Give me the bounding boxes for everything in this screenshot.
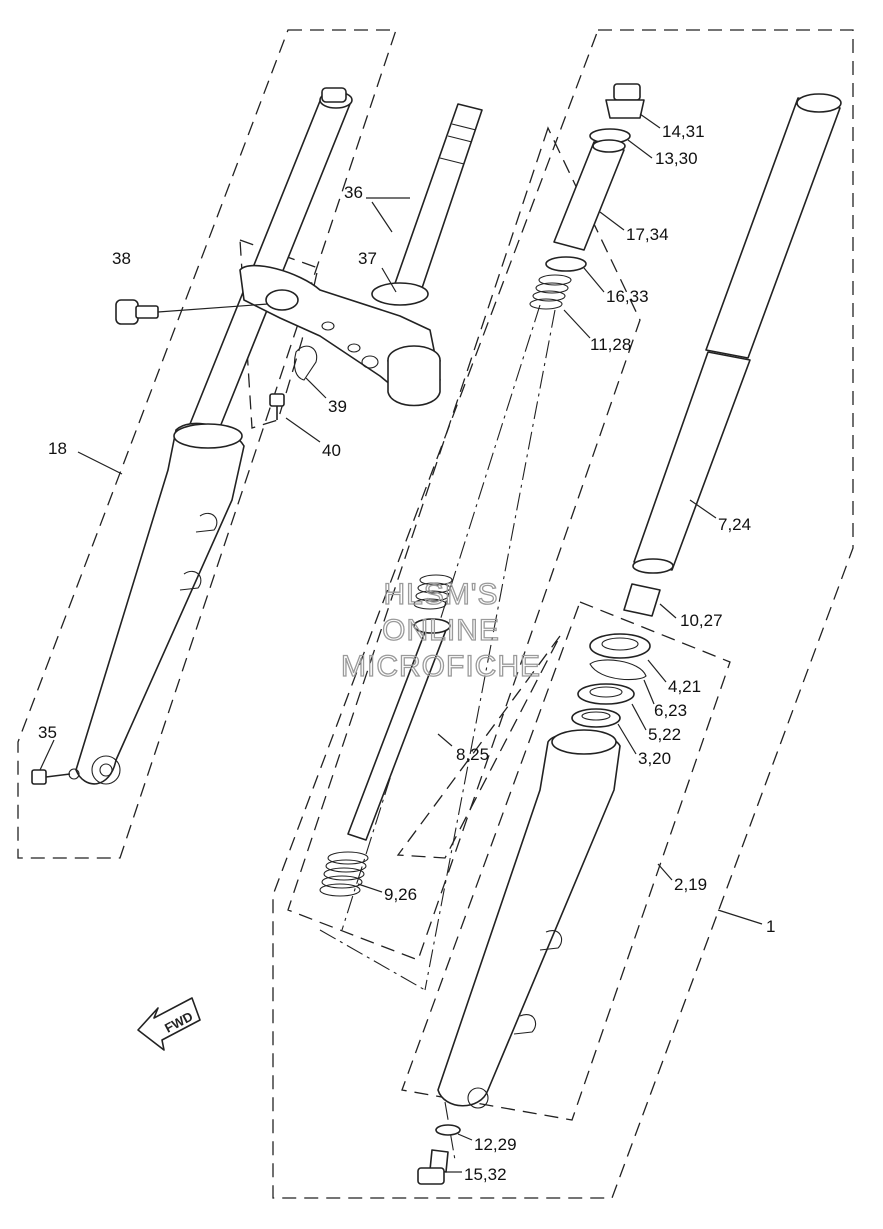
right-caliper-mount-upper: [539, 930, 563, 951]
spring-11-28: [529, 274, 572, 310]
outline-steering-stem: [239, 239, 319, 429]
part-labels: 14,31 13,30 17,34 16,33 11,28 7,24 10,27…: [38, 122, 775, 1184]
outline-outer-tube: [401, 601, 731, 1121]
label-2-19: 2,19: [674, 875, 707, 894]
left-fork-assembly: [31, 87, 353, 785]
label-37: 37: [358, 249, 377, 268]
left-axle-boss: [91, 755, 121, 785]
left-axle-hole: [99, 763, 113, 777]
under-bracket-left-clamp: [265, 289, 299, 311]
label-40: 40: [322, 441, 341, 460]
stem-thread-3: [439, 157, 465, 165]
assembly-line-spring-right: [424, 309, 556, 991]
label-4-21: 4,21: [668, 677, 701, 696]
watermark: HLSM'S ONLINE MICROFICHE: [340, 577, 541, 683]
spacer-top: [592, 139, 626, 153]
bolt-15-32: [417, 1149, 449, 1185]
label-13-30: 13,30: [655, 149, 698, 168]
group-outlines: [17, 29, 854, 1199]
assembly-line-spring-left: [341, 304, 541, 931]
label-18: 18: [48, 439, 67, 458]
assembly-line-bolt: [444, 1101, 456, 1161]
bracket-hole-3: [361, 355, 379, 369]
outline-fork-assembly-left: [17, 29, 397, 859]
watermark-line-3: MICROFICHE: [341, 650, 541, 683]
watermark-line-1: HLSM'S: [383, 578, 498, 611]
label-8-25: 8,25: [456, 745, 489, 764]
outer-tube-axle-boss: [467, 1087, 489, 1109]
leader-lines: [39, 113, 763, 1173]
left-caliper-mount-lower: [179, 570, 202, 591]
label-39: 39: [328, 397, 347, 416]
label-5-22: 5,22: [648, 725, 681, 744]
label-38: 38: [112, 249, 131, 268]
rebound-spring-9-26: [319, 851, 369, 897]
label-6-23: 6,23: [654, 701, 687, 720]
inner-tube-upper-7-24: [705, 97, 841, 359]
outline-fork-assembly-right: [272, 29, 854, 1199]
bracket-hole-2: [347, 343, 361, 353]
label-12-29: 12,29: [474, 1135, 517, 1154]
steering-stem-shaft: [391, 103, 483, 301]
inner-tube-bottom: [632, 558, 674, 574]
bolt-38: [115, 299, 269, 325]
fwd-arrow: FWD: [137, 997, 201, 1051]
label-9-26: 9,26: [384, 885, 417, 904]
stem-thread-1: [451, 123, 477, 131]
washer-16-33: [545, 256, 587, 272]
inner-tube-top: [796, 93, 842, 113]
left-slider-top: [173, 423, 243, 449]
watermark-line-2: ONLINE: [382, 614, 500, 647]
label-3-20: 3,20: [638, 749, 671, 768]
dust-seal-4-21: [589, 633, 651, 659]
label-11-28: 11,28: [590, 335, 631, 354]
bolt-40: [269, 393, 285, 420]
steering-stem-assembly: [115, 103, 483, 420]
damper-top-spring: [413, 574, 453, 634]
bushing-10-27: [623, 583, 661, 617]
label-7-24: 7,24: [718, 515, 751, 534]
left-fork-cap: [321, 87, 347, 103]
right-fork-parts: [319, 83, 842, 1185]
outer-tube-2-19: [437, 731, 621, 1107]
stem-thread-2: [447, 135, 473, 143]
label-36: 36: [344, 183, 363, 202]
label-16-33: 16,33: [606, 287, 649, 306]
assembly-lines: [319, 304, 556, 1161]
label-17-34: 17,34: [626, 225, 669, 244]
label-15-32: 15,32: [464, 1165, 507, 1184]
right-caliper-mount-lower: [513, 1014, 537, 1035]
label-14-31: 14,31: [662, 122, 705, 141]
left-outer-slider: [75, 422, 245, 785]
stem-bearing-37: [371, 282, 429, 306]
outline-inner-tube: [396, 635, 561, 859]
label-1: 1: [766, 917, 775, 936]
cap-bolt-14-31: [605, 83, 645, 119]
gasket-12-29: [435, 1124, 461, 1136]
left-caliper-mount-upper: [195, 512, 218, 533]
assembly-line-lower: [319, 929, 426, 991]
label-35: 35: [38, 723, 57, 742]
left-inner-tube: [189, 95, 351, 433]
fwd-arrow-icon: [137, 997, 201, 1051]
clip-6-23: [589, 659, 647, 681]
bracket-hole-1: [321, 321, 335, 331]
label-10-27: 10,27: [680, 611, 723, 630]
hose-guide-39: [293, 345, 318, 381]
bolt-35: [31, 768, 80, 785]
under-bracket-right-clamp-body: [387, 360, 441, 407]
inner-tube-lower-7-24: [633, 351, 751, 571]
spacer-17-34: [553, 141, 625, 251]
outer-tube-top: [551, 729, 617, 755]
